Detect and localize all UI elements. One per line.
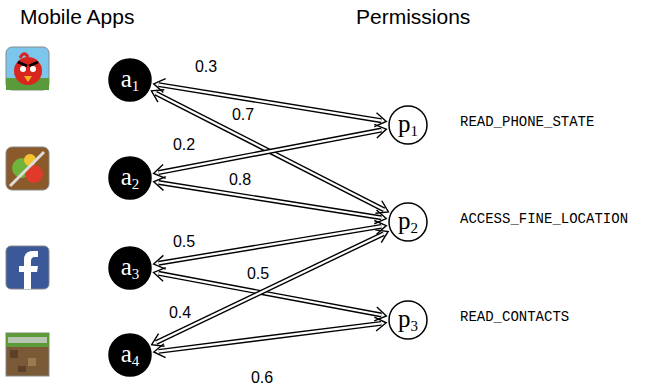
arrow-shaft-inner (159, 226, 382, 263)
node-symbol-box: a3 (108, 246, 152, 290)
column-heading: Mobile Apps (20, 6, 134, 27)
node-symbol: p2 (398, 208, 418, 236)
node-symbol: a1 (121, 66, 140, 94)
app-node: a3 (108, 246, 152, 290)
node-symbol: a2 (121, 164, 140, 192)
arrow-head (154, 268, 166, 282)
weight-label: 0.4 (167, 305, 193, 322)
circle-outline (109, 157, 151, 199)
arrow-head (154, 255, 166, 269)
circle-outline (389, 106, 427, 144)
circle-outline (109, 59, 151, 101)
app-icon (6, 147, 49, 190)
arrow-head (374, 317, 386, 331)
app-node: a2 (108, 156, 152, 200)
app-icon (6, 47, 49, 90)
permission-node: p1READ_PHONE_STATE (388, 105, 428, 145)
node-symbol: a4 (121, 341, 140, 369)
circle-outline (109, 334, 151, 376)
circle-outline (389, 301, 427, 339)
app-node: a1 (108, 58, 152, 102)
double-arrow (154, 317, 386, 357)
double-arrow (154, 220, 387, 269)
arrow-head (151, 90, 164, 102)
double-arrow (154, 177, 387, 224)
node-symbol-box: a2 (108, 156, 152, 200)
node-symbol: a3 (121, 254, 140, 282)
permission-name: READ_CONTACTS (460, 310, 569, 324)
app-icon (6, 333, 49, 376)
circle-outline (109, 247, 151, 289)
arrow-head (374, 124, 386, 138)
arrow-shaft-inner (158, 130, 381, 173)
weight-label: 0.5 (171, 234, 197, 251)
node-symbol-box: a1 (108, 58, 152, 102)
weight-label: 0.2 (171, 137, 197, 154)
permission-name: READ_PHONE_STATE (460, 115, 594, 129)
arrow-head (154, 177, 166, 191)
node-symbol: p1 (398, 111, 418, 139)
arrow-shaft-inner (159, 323, 381, 351)
app-icon (6, 246, 49, 289)
arrow-shaft-inner (159, 183, 382, 218)
arrow-shaft-inner (156, 93, 384, 210)
node-symbol-box: p1 (388, 105, 428, 145)
arrow-shaft-outer (158, 130, 381, 173)
node-symbol: p3 (398, 306, 418, 334)
weight-label: 0.6 (249, 370, 275, 387)
node-symbol-box: a4 (108, 333, 152, 377)
arrow-shaft-outer (156, 93, 384, 210)
arrow-head (374, 220, 386, 234)
permission-name: ACCESS_FINE_LOCATION (460, 212, 628, 226)
weight-label: 0.3 (193, 59, 219, 76)
arrow-shaft-outer (159, 226, 382, 263)
arrow-shaft-outer (159, 183, 382, 218)
arrow-head (154, 344, 166, 358)
circle-outline (389, 203, 427, 241)
arrow-shaft-inner (159, 85, 382, 121)
node-symbol-box: p2 (388, 202, 428, 242)
permission-node: p2ACCESS_FINE_LOCATION (388, 202, 428, 242)
double-arrow (154, 124, 387, 178)
column-heading: Permissions (356, 6, 470, 27)
double-arrow (154, 79, 387, 127)
double-arrow (151, 90, 388, 214)
arrow-shaft-outer (159, 85, 382, 121)
weight-label: 0.5 (245, 266, 271, 283)
app-node: a4 (108, 333, 152, 377)
arrow-head (375, 230, 388, 243)
weight-label: 0.7 (230, 107, 256, 124)
node-symbol-box: p3 (388, 300, 428, 340)
weight-label: 0.8 (227, 172, 253, 189)
arrow-head (154, 165, 166, 179)
permission-node: p3READ_CONTACTS (388, 300, 428, 340)
arrow-shaft-outer (159, 323, 381, 351)
